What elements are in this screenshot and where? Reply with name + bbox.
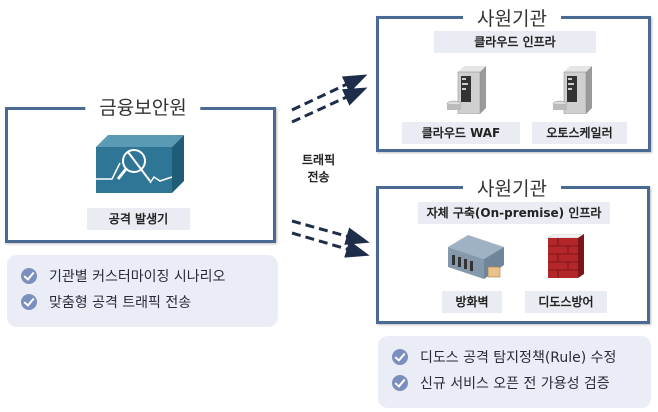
- checklist-item: 맞춤형 공격 트래픽 전송: [21, 289, 264, 315]
- onprem-checklist: 디도스 공격 탐지정책(Rule) 수정 신규 서비스 오픈 전 가용성 검증: [378, 336, 651, 408]
- check-circle-icon: [392, 349, 408, 365]
- cloud-infra-label: 클라우드 인프라: [434, 31, 596, 53]
- check-circle-icon: [21, 294, 37, 310]
- checklist-item-text: 기관별 커스터마이징 시나리오: [49, 269, 226, 285]
- traffic-label-line1: 트래픽: [302, 153, 336, 167]
- arrow-to-onprem-2: [291, 231, 370, 258]
- firewall-label: 방화벽: [442, 291, 502, 313]
- left-checklist: 기관별 커스터마이징 시나리오 맞춤형 공격 트래픽 전송: [7, 255, 278, 327]
- attack-generator-icon: [96, 135, 184, 193]
- arrow-to-onprem-1: [291, 219, 370, 245]
- attack-generator-label: 공격 발생기: [87, 208, 190, 230]
- arrow-to-cloud-1: [291, 74, 368, 112]
- server-icon: [552, 66, 592, 114]
- checklist-item-text: 디도스 공격 탐지정책(Rule) 수정: [420, 350, 617, 366]
- left-panel-title: 금융보안원: [85, 93, 201, 120]
- cloud-waf-label: 클라우드 WAF: [402, 122, 520, 144]
- checklist-item-text: 신규 서비스 오픈 전 가용성 검증: [420, 376, 610, 392]
- onprem-infra-label: 자체 구축(On-premise) 인프라: [418, 202, 610, 224]
- checklist-item: 신규 서비스 오픈 전 가용성 검증: [392, 370, 637, 396]
- checklist-item: 디도스 공격 탐지정책(Rule) 수정: [392, 344, 637, 370]
- check-circle-icon: [21, 268, 37, 284]
- cloud-panel-title: 사원기관: [463, 4, 561, 31]
- checklist-item-text: 맞춤형 공격 트래픽 전송: [49, 295, 192, 311]
- check-circle-icon: [392, 375, 408, 391]
- autoscaler-label: 오토스케일러: [532, 122, 627, 144]
- server-icon: [446, 66, 486, 114]
- arrow-to-cloud-2: [291, 87, 368, 124]
- checklist-item: 기관별 커스터마이징 시나리오: [21, 263, 264, 289]
- ddos-defense-label: 디도스방어: [525, 291, 607, 313]
- onprem-panel-title: 사원기관: [463, 174, 561, 201]
- ddos-protection-wall-icon: [547, 234, 585, 278]
- traffic-label: 트래픽 전송: [302, 152, 335, 186]
- firewall-appliance-icon: [448, 235, 504, 279]
- traffic-label-line2: 전송: [307, 170, 330, 184]
